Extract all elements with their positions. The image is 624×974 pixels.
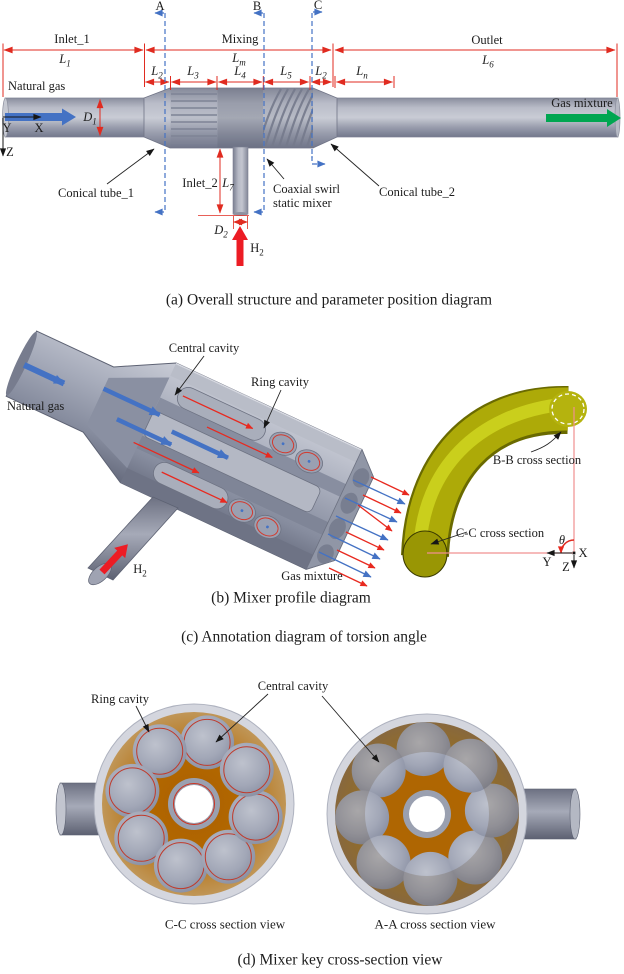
panel-c-leaders — [430, 431, 562, 545]
dim-l7: L7 — [222, 175, 234, 193]
curved-tube — [401, 385, 587, 578]
swirl-rib-lines — [263, 88, 313, 148]
aa-cross-section-disc — [326, 713, 528, 915]
outlet-flow-arrows — [318, 476, 410, 587]
ring-cavity-openings — [228, 431, 323, 539]
leader-lines — [106, 143, 380, 187]
axis-z-label: Z — [6, 144, 14, 159]
h2-label-b: H2 — [133, 561, 147, 579]
ring-cavity-label-d: Ring cavity — [91, 691, 149, 706]
cc-center-hole — [175, 785, 213, 823]
dim-d2: D2 — [214, 222, 228, 240]
coaxial-mixer-label-line2: static mixer — [273, 195, 332, 210]
exit-face-holes — [317, 468, 370, 564]
inlet2-stub-end — [233, 212, 248, 216]
section-mark-b: B — [252, 0, 262, 13]
central-cavity-label-b: Central cavity — [168, 340, 240, 355]
aa-ring-cavity-holes — [335, 722, 519, 906]
dim-d1: D1 — [83, 109, 97, 127]
cc-cross-section-label: C-C cross section — [455, 525, 545, 540]
dim-l5: L5 — [280, 63, 292, 81]
panel-b-leaders — [174, 355, 282, 429]
panel-d-leaders — [135, 693, 380, 763]
axis-y-label: Y — [2, 120, 12, 135]
conical-tube-2-label: Conical tube_2 — [378, 184, 456, 199]
section-mark-c: C — [313, 0, 323, 12]
internal-flow-arrows-red — [133, 395, 273, 504]
aa-view-caption: A-A cross section view — [374, 916, 496, 932]
bb-end-face — [549, 391, 587, 427]
natural-gas-label: Natural gas — [8, 78, 66, 93]
panel-b-mixer-profile — [5, 330, 410, 587]
torsion-axes — [427, 407, 578, 569]
main-pipe — [2, 97, 621, 138]
axis-z-label-c: Z — [562, 559, 570, 574]
dim-l4: L4 — [234, 63, 246, 81]
caption-a: (a) Overall structure and parameter posi… — [165, 291, 493, 309]
caption-d: (d) Mixer key cross-section view — [237, 951, 443, 969]
conical-tube-1-label: Conical tube_1 — [57, 185, 135, 200]
internal-flow-arrows-blue — [22, 362, 229, 460]
theta-label: θ — [558, 532, 566, 547]
caption-c: (c) Annotation diagram of torsion angle — [181, 628, 427, 646]
h2-inlet-pipe — [87, 496, 179, 586]
ring-cavity-label-b: Ring cavity — [251, 374, 309, 389]
gas-mixture-label: Gas mixture — [551, 95, 613, 110]
h2-flow-arrow — [99, 544, 128, 575]
dim-l6: L6 — [482, 52, 494, 70]
dim-l2: L2 — [151, 63, 163, 81]
region-outlet-label: Outlet — [471, 32, 503, 47]
panel-d-cross-sections — [55, 693, 581, 915]
dim-ln: Ln — [356, 63, 368, 81]
dim-l2b: L2 — [315, 63, 327, 81]
dim-lm: Lm — [232, 50, 246, 68]
axis-x-label-c: X — [578, 545, 588, 560]
bb-cross-section-label: B-B cross section — [492, 452, 582, 467]
dim-l1: L1 — [59, 51, 71, 69]
mixer-cutaway-body — [5, 330, 375, 570]
caption-b: (b) Mixer profile diagram — [211, 589, 371, 607]
gas-mixture-arrow — [546, 109, 621, 127]
region-inlet1-label: Inlet_1 — [54, 31, 90, 46]
h2-arrow — [232, 226, 248, 266]
theta-arc — [557, 539, 575, 554]
cc-ring-cavity-holes — [105, 715, 283, 893]
straight-rib-lines — [171, 93, 217, 144]
panel-c-torsion-angle — [401, 385, 587, 578]
natural-gas-label-b: Natural gas — [7, 398, 65, 413]
panel-a-structure-diagram — [0, 8, 621, 266]
cc-view-caption: C-C cross section view — [164, 916, 286, 932]
gas-mixture-label-b: Gas mixture — [281, 568, 343, 583]
xyz-axes — [0, 113, 42, 157]
region-mixing-label: Mixing — [221, 31, 259, 46]
h2-label: H2 — [250, 240, 264, 258]
cc-cross-section-disc — [93, 703, 295, 905]
inlet2-label: Inlet_2 — [182, 175, 218, 190]
section-mark-a: A — [155, 0, 165, 13]
central-cavity-label-d: Central cavity — [257, 678, 329, 693]
mixer-body — [143, 87, 338, 216]
bb-section-circle — [551, 393, 585, 425]
axis-y-label-c: Y — [542, 554, 552, 569]
dim-l3: L3 — [187, 63, 199, 81]
dimension-lines — [2, 43, 618, 229]
cc-end-face — [402, 530, 448, 578]
inlet2-stub — [232, 146, 249, 215]
aa-center-hole — [409, 796, 445, 832]
coaxial-mixer-label-line1: Coaxial swirl — [273, 181, 341, 196]
section-lines — [154, 8, 326, 216]
axis-x-label: X — [34, 120, 44, 135]
